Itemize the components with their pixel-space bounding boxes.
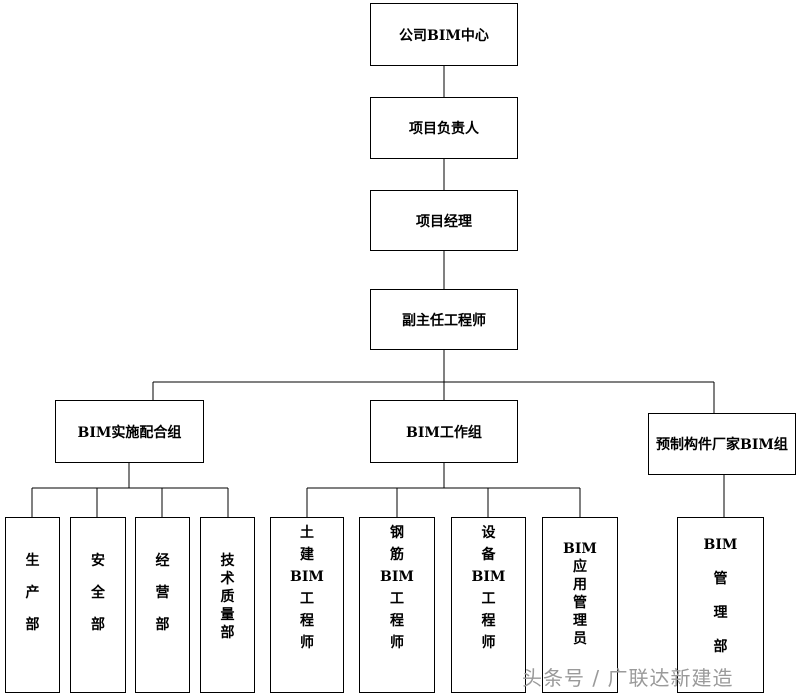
vertical-char: 土 bbox=[299, 525, 314, 541]
vertical-char: 营 bbox=[155, 585, 170, 601]
vertical-char: 经 bbox=[155, 553, 170, 569]
equipment-bim-engineer-box: 设备 BIM 工程师 bbox=[451, 517, 526, 693]
vertical-char: 管 bbox=[713, 571, 728, 587]
bim-management-dept-box: BIM 管理部 bbox=[677, 517, 764, 693]
bim-management-dept-label: BIM 管理部 bbox=[704, 538, 738, 654]
vertical-char: 用 bbox=[572, 577, 587, 593]
vertical-char: BIM bbox=[703, 537, 738, 553]
prefab-vendor-bim-group-box: 预制构件厂家BIM组 bbox=[648, 413, 796, 475]
vertical-char: 筋 bbox=[389, 547, 404, 563]
vertical-char: 程 bbox=[299, 613, 314, 629]
vertical-char: 师 bbox=[481, 635, 496, 651]
company-bim-center-box: 公司BIM中心 bbox=[370, 3, 518, 66]
vertical-char: 设 bbox=[481, 525, 496, 541]
vertical-char: 备 bbox=[481, 547, 496, 563]
bim-app-admin-box: BIM 应用管理员 bbox=[542, 517, 618, 693]
safety-dept-label: 安全部 bbox=[91, 554, 105, 632]
vertical-char: BIM bbox=[290, 569, 324, 585]
vertical-char: 理 bbox=[713, 605, 728, 621]
vertical-char: 质 bbox=[220, 589, 235, 605]
vertical-char: 理 bbox=[572, 613, 587, 629]
bim-implementation-group-box: BIM实施配合组 bbox=[55, 400, 204, 463]
production-dept-label: 生产部 bbox=[26, 554, 40, 632]
vertical-char: 工 bbox=[389, 591, 404, 607]
bim-app-admin-label: BIM 应用管理员 bbox=[563, 542, 597, 646]
vertical-char: 程 bbox=[389, 613, 404, 629]
rebar-bim-engineer-label: 钢筋 BIM 工程师 bbox=[380, 526, 414, 650]
project-leader-box: 项目负责人 bbox=[370, 97, 518, 159]
vertical-char: 师 bbox=[389, 635, 404, 651]
vertical-char: 部 bbox=[25, 617, 40, 633]
vertical-char: BIM bbox=[380, 569, 414, 585]
vertical-char: 师 bbox=[299, 635, 314, 651]
company-bim-center-label: 公司BIM中心 bbox=[399, 27, 489, 44]
bim-working-group-label: BIM工作组 bbox=[406, 424, 482, 441]
watermark-text: 头条号 / 广联达新建造 bbox=[522, 666, 734, 690]
vertical-char: 部 bbox=[220, 625, 235, 641]
deputy-chief-engineer-box: 副主任工程师 bbox=[370, 289, 518, 350]
vertical-char: 部 bbox=[91, 617, 105, 633]
project-manager-box: 项目经理 bbox=[370, 190, 518, 251]
bim-implementation-group-label: BIM实施配合组 bbox=[77, 424, 182, 441]
vertical-char: 安 bbox=[91, 553, 105, 569]
civil-bim-engineer-label: 土建 BIM 工程师 bbox=[290, 526, 324, 650]
prefab-vendor-bim-group-label: 预制构件厂家BIM组 bbox=[656, 437, 788, 453]
equipment-bim-engineer-label: 设备 BIM 工程师 bbox=[472, 526, 506, 650]
deputy-chief-engineer-label: 副主任工程师 bbox=[402, 312, 486, 329]
business-dept-label: 经营部 bbox=[156, 554, 170, 632]
vertical-char: 生 bbox=[25, 553, 40, 569]
vertical-char: BIM bbox=[471, 569, 506, 585]
vertical-char: 术 bbox=[220, 571, 235, 587]
vertical-char: 建 bbox=[299, 547, 314, 563]
vertical-char: 量 bbox=[220, 607, 235, 623]
vertical-char: 工 bbox=[299, 591, 314, 607]
vertical-char: 产 bbox=[25, 585, 40, 601]
vertical-char: 应 bbox=[572, 559, 587, 575]
business-dept-box: 经营部 bbox=[135, 517, 190, 693]
civil-bim-engineer-box: 土建 BIM 工程师 bbox=[270, 517, 344, 693]
vertical-char: 部 bbox=[713, 639, 728, 655]
vertical-char: 管 bbox=[572, 595, 587, 611]
tech-quality-dept-label: 技术质量部 bbox=[221, 554, 235, 640]
vertical-char: 工 bbox=[481, 591, 496, 607]
project-leader-label: 项目负责人 bbox=[409, 121, 479, 137]
vertical-char: 程 bbox=[481, 613, 496, 629]
vertical-char: 技 bbox=[220, 553, 235, 569]
vertical-char: 部 bbox=[155, 617, 170, 633]
production-dept-box: 生产部 bbox=[5, 517, 60, 693]
bim-working-group-box: BIM工作组 bbox=[370, 400, 518, 463]
project-manager-label: 项目经理 bbox=[416, 213, 472, 230]
vertical-char: 全 bbox=[91, 585, 105, 601]
vertical-char: 员 bbox=[572, 631, 587, 647]
vertical-char: 钢 bbox=[389, 525, 404, 541]
rebar-bim-engineer-box: 钢筋 BIM 工程师 bbox=[359, 517, 435, 693]
vertical-char: BIM bbox=[563, 541, 597, 557]
tech-quality-dept-box: 技术质量部 bbox=[200, 517, 255, 693]
safety-dept-box: 安全部 bbox=[70, 517, 126, 693]
